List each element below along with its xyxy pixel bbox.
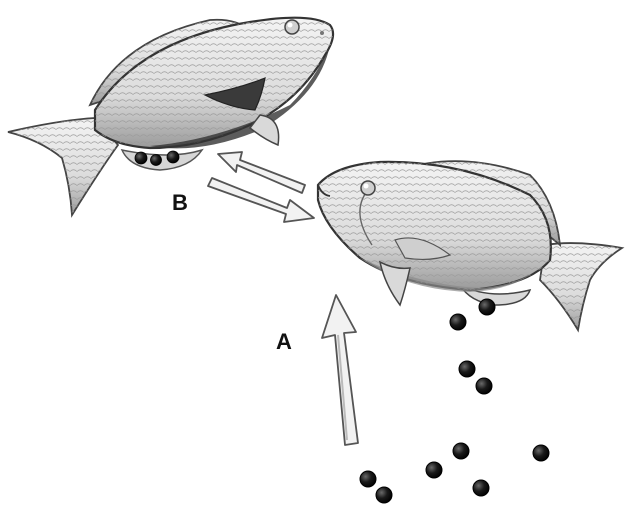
arrows-b	[208, 152, 314, 222]
fish-a	[318, 161, 622, 330]
egg	[476, 378, 492, 394]
label-b: B	[172, 190, 188, 215]
egg	[479, 299, 495, 315]
label-a: A	[276, 329, 292, 354]
egg	[473, 480, 489, 496]
fish-b-eye	[285, 20, 299, 34]
scattered-eggs	[360, 299, 549, 503]
egg	[453, 443, 469, 459]
egg	[459, 361, 475, 377]
fish-a-eye	[361, 181, 375, 195]
egg	[376, 487, 392, 503]
egg	[151, 155, 162, 166]
egg	[426, 462, 442, 478]
egg	[167, 151, 179, 163]
egg	[135, 152, 147, 164]
egg	[450, 314, 466, 330]
fish-a-pelvic-fin	[380, 262, 410, 305]
fish-b-mouth-pouch	[122, 150, 202, 170]
egg	[533, 445, 549, 461]
egg	[360, 471, 376, 487]
